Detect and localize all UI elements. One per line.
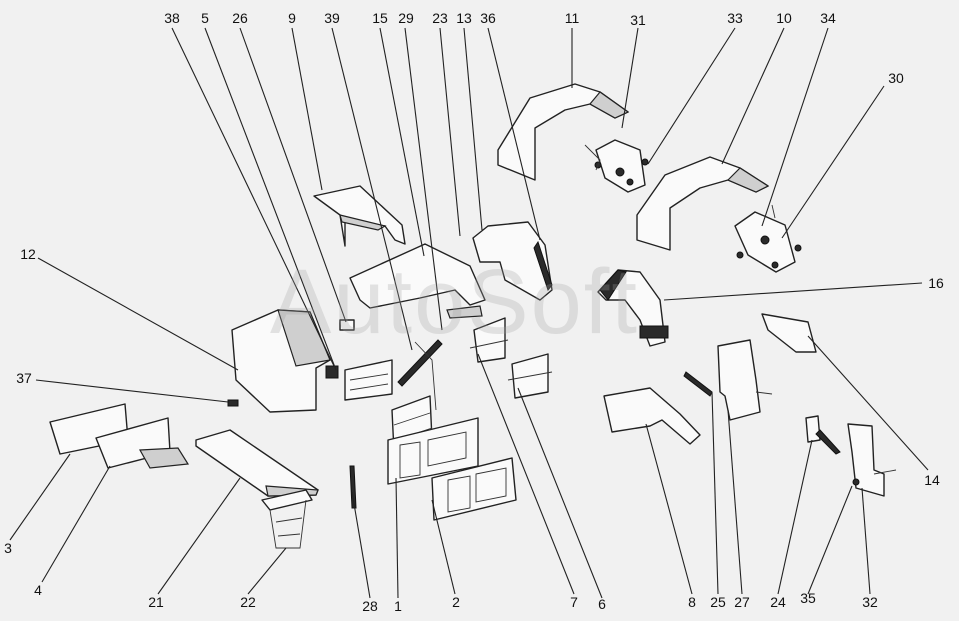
part-5-bracket [344, 359, 393, 401]
callout-32: 32 [862, 594, 878, 610]
callout-15: 15 [372, 10, 388, 26]
callout-33: 33 [727, 10, 743, 26]
part-15-roof [349, 243, 486, 319]
callout-23: 23 [432, 10, 448, 26]
callout-25: 25 [710, 594, 726, 610]
callout-2: 2 [452, 594, 460, 610]
callout-22: 22 [240, 594, 256, 610]
part-21-floor [195, 429, 319, 497]
part-10-fender [636, 156, 770, 251]
part-7-bracket [469, 317, 509, 363]
callout-28: 28 [362, 598, 378, 614]
callout-14: 14 [924, 472, 940, 488]
callout-9: 9 [288, 10, 296, 26]
part-11-fender [497, 83, 630, 181]
part-37-bolt [227, 399, 239, 407]
part-6-bracket [507, 353, 553, 399]
part-30-bracket [734, 204, 802, 273]
callout-3: 3 [4, 540, 12, 556]
part-4-panel [95, 417, 190, 469]
callout-10: 10 [776, 10, 792, 26]
part-25-27-bracket [683, 339, 773, 421]
callout-26: 26 [232, 10, 248, 26]
callout-36: 36 [480, 10, 496, 26]
leader-lines [9, 27, 929, 599]
callout-11: 11 [564, 10, 580, 26]
callout-38: 38 [164, 10, 180, 26]
part-14-trim [761, 313, 817, 353]
callout-7: 7 [570, 594, 578, 610]
callout-39: 39 [324, 10, 340, 26]
callout-30: 30 [888, 70, 904, 86]
part-24-bracket [805, 415, 841, 455]
part-13-cover [472, 221, 553, 301]
part-32-plate [847, 423, 897, 497]
part-26-plate [339, 319, 355, 331]
callout-29: 29 [398, 10, 414, 26]
callout-27: 27 [734, 594, 750, 610]
callout-13: 13 [456, 10, 472, 26]
callout-24: 24 [770, 594, 786, 610]
callout-5: 5 [201, 10, 209, 26]
callout-12: 12 [20, 246, 36, 262]
part-39-strut [397, 339, 443, 387]
callout-4: 4 [34, 582, 42, 598]
part-8-deflector [603, 387, 701, 445]
callout-35: 35 [800, 590, 816, 606]
callout-16: 16 [928, 275, 944, 291]
callout-8: 8 [688, 594, 696, 610]
callout-37: 37 [16, 370, 32, 386]
callout-21: 21 [148, 594, 164, 610]
part-28-rod [349, 465, 357, 509]
part-12-cab [231, 309, 339, 413]
part-16-frame [597, 269, 669, 347]
callout-6: 6 [598, 596, 606, 612]
callout-34: 34 [820, 10, 836, 26]
part-9-roof-panel [313, 185, 406, 247]
callout-31: 31 [630, 12, 646, 28]
callout-1: 1 [394, 598, 402, 614]
part-22-step [261, 489, 313, 549]
part-31-bracket [584, 139, 649, 193]
